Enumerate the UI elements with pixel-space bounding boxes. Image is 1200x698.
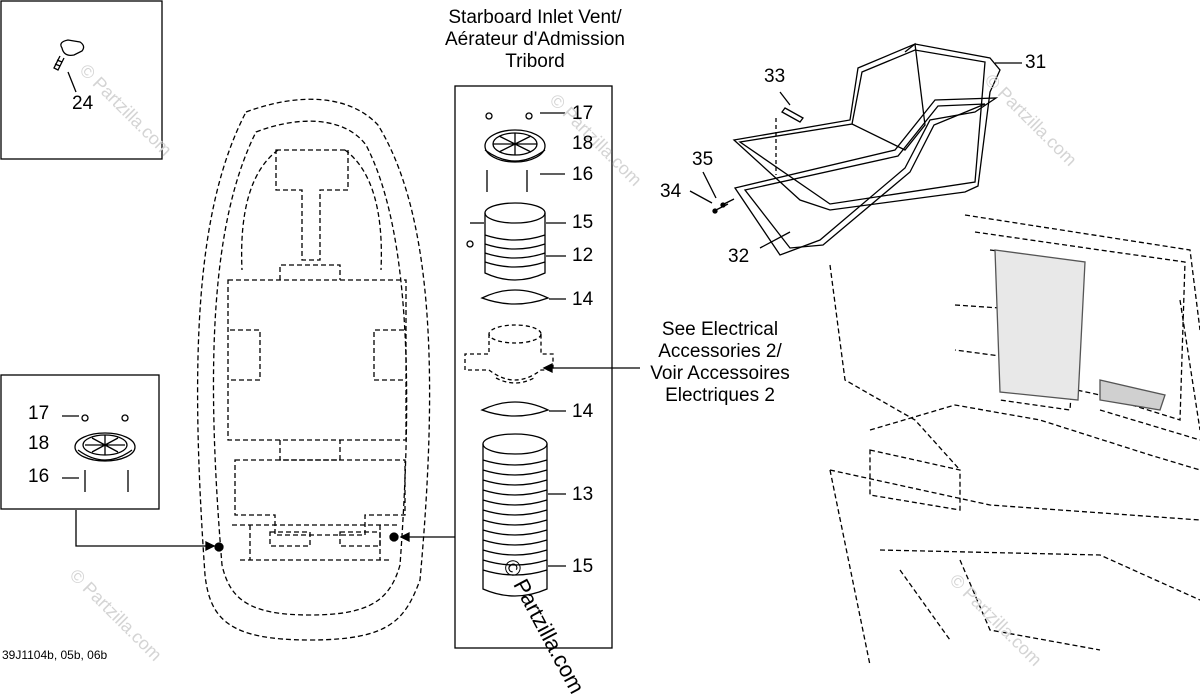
callout-14-bottom: 14	[572, 401, 594, 422]
callout-35: 35	[692, 149, 714, 170]
inset-box-screw	[0, 0, 163, 160]
vent-adapter	[464, 324, 554, 384]
callout-24: 24	[72, 93, 94, 114]
long-hose-13	[482, 433, 566, 597]
console-grille	[994, 249, 1166, 411]
callout-31: 31	[1025, 52, 1047, 73]
callout-33: 33	[764, 66, 786, 87]
callout-15-top: 15	[572, 212, 594, 233]
storage-bin-31	[732, 42, 1022, 211]
electrical-heading: See Electrical Accessories 2/ Voir Acces…	[640, 319, 800, 407]
electrical-heading-line-1: See Electrical	[661, 319, 779, 340]
hull-deck-outline	[196, 98, 431, 641]
deck-vent-port	[214, 542, 224, 552]
electrical-heading-line-4: Electriques 2	[665, 385, 775, 406]
inset-box-vent-assembly	[454, 85, 613, 649]
callout-17-inset: 17	[28, 403, 50, 424]
gasket-14-bottom	[480, 401, 566, 417]
exploded-parts-diagram	[0, 0, 1200, 665]
console-background	[829, 214, 1200, 665]
vent-grille-18	[484, 112, 565, 192]
callout-12: 12	[572, 245, 594, 266]
short-hose-12	[466, 202, 566, 281]
screws-34-35	[689, 171, 735, 214]
diagram-reference-code: 39J1104b, 05b, 06b	[2, 648, 108, 662]
bin-gasket-32	[733, 97, 999, 256]
electrical-heading-line-3: Voir Accessoires	[650, 363, 790, 384]
inlet-vent-heading-line-2: Aérateur d'Admission	[445, 29, 625, 50]
callout-16-inset: 16	[28, 466, 50, 487]
callout-18-inset: 18	[28, 433, 50, 454]
electrical-heading-line-2: Accessories 2/	[658, 341, 782, 362]
callout-16: 16	[572, 164, 594, 185]
deck-vent-starboard	[389, 532, 399, 542]
leader-inset-to-hull	[75, 510, 214, 547]
inset-box-vent	[0, 374, 160, 510]
inlet-vent-heading-line-3: Tribord	[505, 51, 565, 72]
callout-32: 32	[728, 246, 750, 267]
inlet-vent-heading: Starboard Inlet Vent/ Aérateur d'Admissi…	[405, 7, 665, 73]
callout-18: 18	[572, 133, 594, 154]
callout-34: 34	[660, 181, 682, 202]
callout-13: 13	[572, 484, 594, 505]
callout-15-bottom: 15	[572, 556, 594, 577]
inlet-vent-heading-line-1: Starboard Inlet Vent/	[448, 7, 622, 28]
callout-14-top: 14	[572, 289, 594, 310]
gasket-14-top	[480, 289, 566, 305]
pin-33	[775, 91, 804, 175]
inset-vent-grille	[62, 414, 136, 492]
callout-17: 17	[572, 103, 594, 124]
screw-part-24	[53, 39, 85, 93]
